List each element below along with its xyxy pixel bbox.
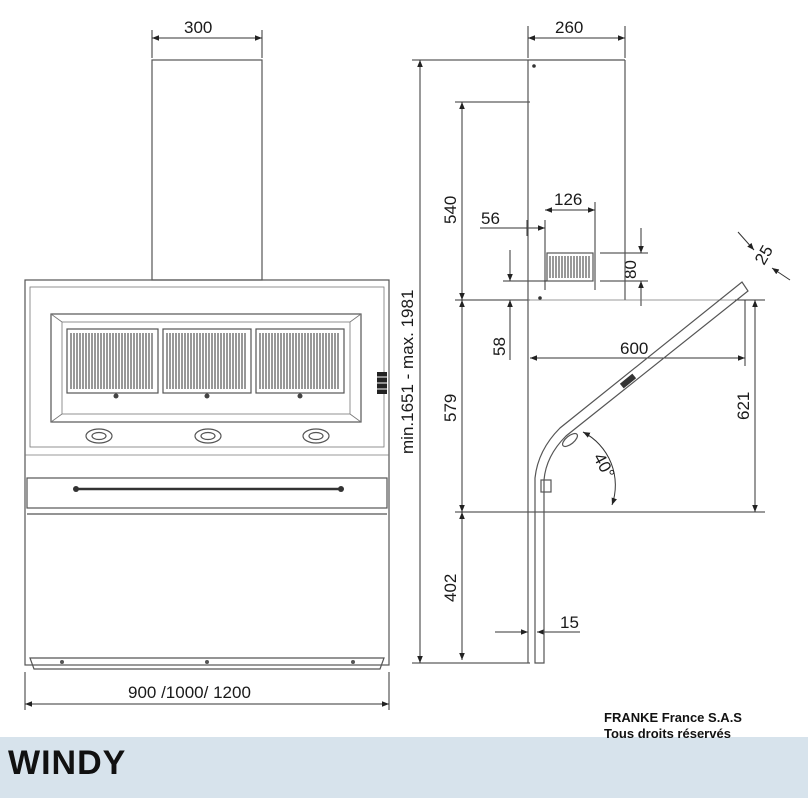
control-buttons [377,372,387,394]
product-title: WINDY [8,744,127,782]
dim-base-thickness: 15 [560,613,579,632]
side-profile [527,59,749,664]
footer-band [0,737,808,798]
dim-angle: 40° [589,450,618,482]
side-dimensions: min.1651 - max. 1981 540 579 402 260 56 … [398,18,791,664]
grease-filter-1 [66,328,159,399]
dim-bottom-height: 402 [441,574,460,602]
air-outlet-grille [546,252,594,282]
lamp-right [302,428,330,444]
copyright-notice: FRANKE France S.A.S Tous droits réservés [604,710,742,742]
filter-frame [50,313,362,423]
dim-outlet-width: 126 [554,190,582,209]
dim-overall-height: min.1651 - max. 1981 [398,290,417,454]
lamp-left [85,428,113,444]
front-panel [26,477,388,509]
dim-chimney-height: 540 [441,196,460,224]
hood-body [24,279,390,666]
angled-panel [534,281,749,664]
dim-rise: 621 [734,392,753,420]
dim-bracket-height: 58 [490,337,509,356]
grease-filter-2 [162,328,252,399]
lamp-center [194,428,222,444]
grease-filter-3 [255,328,345,399]
dim-total-width: 900 /1000/ 1200 [128,683,251,702]
dim-outlet-height: 80 [621,260,640,279]
dim-depth-top: 260 [555,18,583,37]
chimney [151,59,263,281]
copyright-line-2: Tous droits réservés [604,726,731,741]
copyright-line-1: FRANKE France S.A.S [604,710,742,725]
front-view: 300 [24,18,390,710]
dim-mid-height: 579 [441,394,460,422]
dim-outlet-offset: 56 [481,209,500,228]
dim-chimney-width: 300 [184,18,212,37]
dim-projection: 600 [620,339,648,358]
dim-panel-thickness: 25 [751,242,777,268]
